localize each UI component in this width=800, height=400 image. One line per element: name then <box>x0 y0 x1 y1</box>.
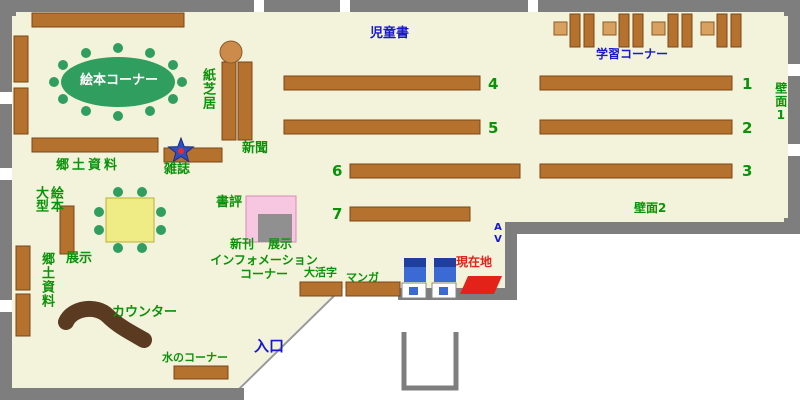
shelf-picture-book-room-bottom <box>31 137 159 153</box>
shelf-number-6: 6 <box>332 162 343 180</box>
wall-right-2 <box>788 76 800 144</box>
shelf-row-7 <box>349 206 471 222</box>
label-av: AV <box>492 222 504 246</box>
study-chair <box>700 21 715 36</box>
shelf-row-1 <box>539 75 733 91</box>
shelf-picture-book-room-top <box>31 12 185 28</box>
study-chair <box>651 21 666 36</box>
label-new-books: 新刊 <box>230 237 255 251</box>
kamishibai-stool <box>219 40 243 64</box>
wall-left-2 <box>0 104 12 168</box>
label-large-print: 大活字 <box>304 266 337 279</box>
label-kamishibai: 紙芝居 <box>199 68 215 110</box>
picture-book-corner-ellipse <box>61 57 175 107</box>
shelf-number-3: 3 <box>742 162 753 180</box>
study-carrels <box>553 13 742 48</box>
shelf-row-5 <box>283 119 481 135</box>
label-information-line2: コーナー <box>239 267 288 281</box>
label-entrance: 入口 <box>254 337 285 355</box>
study-desk <box>632 13 644 48</box>
shelf-large-print <box>299 281 343 297</box>
wall-right-1 <box>788 8 800 64</box>
entrance-diagonal-edge <box>237 289 341 391</box>
label-display: 展示 <box>268 237 293 251</box>
study-desk <box>618 13 630 48</box>
shelf-manga <box>345 281 401 297</box>
shelf-number-5: 5 <box>488 119 499 137</box>
floor-area <box>12 12 788 388</box>
magazine-star-center <box>178 148 184 154</box>
shelf-number-4: 4 <box>488 75 499 93</box>
wall-top-1 <box>8 0 254 12</box>
counter-desk <box>58 300 152 348</box>
label-study-corner: 学習コーナー <box>596 47 669 61</box>
shelf-row-6 <box>349 163 521 179</box>
shelf-kamishibai-b <box>237 61 253 141</box>
label-book-review: 書評 <box>216 195 243 210</box>
wall-top-3 <box>350 0 528 12</box>
shelf-left-wall-upper-a <box>13 35 29 83</box>
shelf-row-2 <box>539 119 733 135</box>
label-counter: カウンター <box>112 305 178 320</box>
shelf-number-1: 1 <box>742 75 753 93</box>
wall-left-1 <box>0 8 12 92</box>
label-children-books: 児童書 <box>370 26 410 41</box>
picture-book-corner-stools <box>49 43 187 121</box>
label-local-materials-left: 郷土資料 <box>38 252 54 308</box>
wall-bottom-left <box>0 388 244 400</box>
shelf-row-4 <box>283 75 481 91</box>
wall-top-4 <box>538 0 792 12</box>
label-picture-book-corner: 絵本コーナー <box>79 73 158 88</box>
wall-top-2 <box>264 0 340 12</box>
opac-terminals <box>401 258 457 299</box>
label-large-picture-books: 大型 絵本 <box>32 186 63 212</box>
label-current-location: 現在地 <box>456 255 493 269</box>
study-chair <box>602 21 617 36</box>
entrance-vestibule-outline <box>401 332 459 391</box>
label-magazine: 雑誌 <box>164 162 191 177</box>
label-manga: マンガ <box>346 271 379 284</box>
study-desk <box>716 13 728 48</box>
reading-table-chairs <box>94 187 166 253</box>
shelf-number-7: 7 <box>332 205 343 223</box>
shelf-local-materials-b <box>15 293 31 337</box>
study-desk <box>569 13 581 48</box>
label-newspaper: 新聞 <box>242 141 269 156</box>
study-chair <box>553 21 568 36</box>
shelf-water-corner <box>173 365 229 380</box>
wall-hall-bottom <box>515 222 788 234</box>
study-desk <box>730 13 742 48</box>
label-exhibit-left: 展示 <box>66 251 93 266</box>
label-wall-2: 壁面2 <box>634 201 667 215</box>
wall-vertical-mid <box>505 222 517 300</box>
shelf-large-picture-books <box>59 205 75 255</box>
wall-left-4 <box>0 312 12 400</box>
shelf-row-3 <box>539 163 733 179</box>
wall-right-3 <box>788 156 800 222</box>
shelf-local-materials-a <box>15 245 31 291</box>
shelf-kamishibai-a <box>221 61 237 141</box>
study-desk <box>681 13 693 48</box>
shelf-number-2: 2 <box>742 119 753 137</box>
wall-left-3 <box>0 180 12 300</box>
label-information-line1: インフォメーション <box>210 253 318 267</box>
label-local-materials-top: 郷土資料 <box>56 158 121 173</box>
shelf-left-wall-upper-b <box>13 87 29 135</box>
reading-table <box>105 197 155 243</box>
study-desk <box>667 13 679 48</box>
label-water-corner: 水のコーナー <box>162 351 228 364</box>
label-wall-1: 壁面1 <box>773 82 788 123</box>
study-desk <box>583 13 595 48</box>
new-books-display-inner <box>258 214 292 242</box>
current-location-marker <box>460 276 502 294</box>
